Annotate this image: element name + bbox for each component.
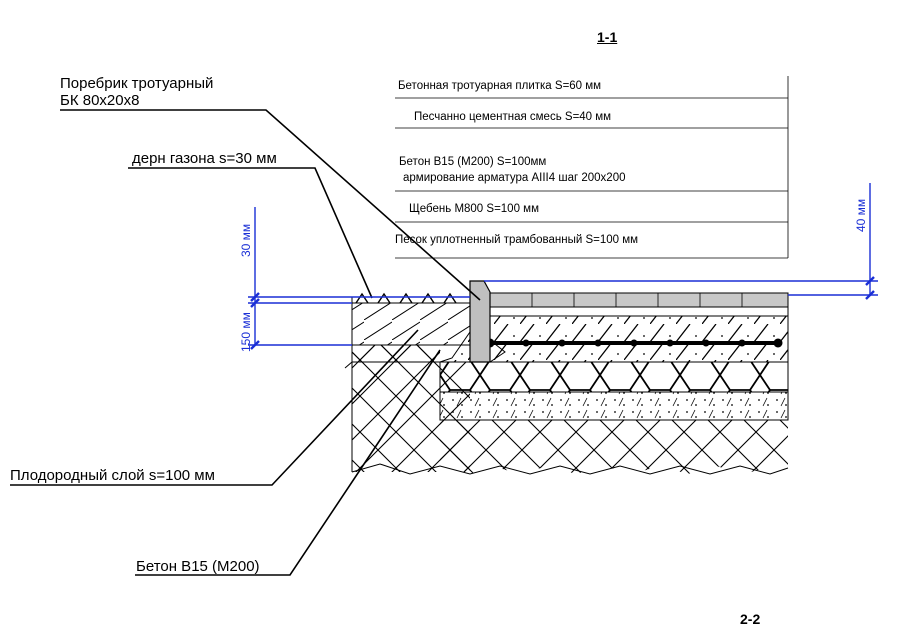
- fertile-callout: Плодородный слой s=100 мм: [10, 467, 215, 484]
- dimensions: [248, 183, 878, 346]
- concrete-callout: Бетон В15 (М200): [136, 558, 260, 575]
- layer-label-gravel: Щебень М800 S=100 мм: [409, 203, 539, 215]
- sand-layer: [439, 391, 789, 421]
- curb-callout-line1: Поребрик тротуарный: [60, 75, 214, 92]
- section-title: 1-1: [597, 29, 618, 45]
- soil-edge-bottom: [351, 463, 789, 475]
- footer-fragment: 2-2: [740, 611, 761, 627]
- curb-callout-line2: БК 80х20х8: [60, 92, 140, 109]
- layer-label-sand: Песок уплотненный трамбованный S=100 мм: [395, 234, 639, 246]
- rebar-nodes: [485, 338, 783, 348]
- turf-callout: дерн газона s=30 мм: [132, 150, 277, 167]
- fertile-layer: [351, 302, 471, 346]
- sand-cement-layer: [489, 306, 789, 317]
- dimension-lawn-depth: 150 мм: [239, 312, 253, 352]
- turf-teeth: [355, 292, 457, 304]
- layer-label-concrete: Бетон В15 (М200) S=100мм: [399, 156, 547, 168]
- leaders: [10, 109, 481, 576]
- layer-label-tiles: Бетонная тротуарная плитка S=60 мм: [398, 80, 602, 92]
- dimension-turf: 30 мм: [239, 223, 253, 257]
- curb-stone: [469, 280, 491, 363]
- layer-label-rebar: армирование арматура АIII4 шаг 200х200: [403, 172, 626, 184]
- layer-label-sand-cement: Песчанно цементная смесь S=40 мм: [414, 111, 612, 123]
- gravel-layer: [439, 361, 789, 393]
- concrete-layer: [489, 315, 789, 363]
- dimension-curb-rise: 40 мм: [854, 198, 868, 232]
- layer-table: [395, 76, 789, 259]
- paving-tiles: [489, 292, 789, 308]
